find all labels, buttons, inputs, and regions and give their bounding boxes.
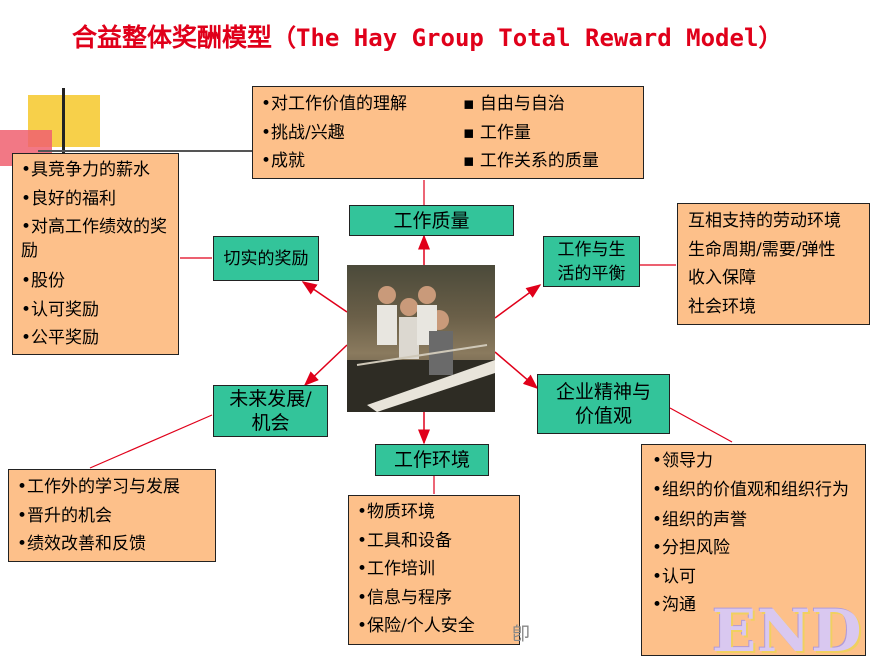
work-quality-left-list: •对工作价值的理解 •挑战/兴趣 •成就 [261,90,407,176]
list-item: ▪ 工作关系的质量 [463,151,599,171]
list-item: •工作培训 [357,559,436,579]
list-item: •工具和设备 [357,530,453,551]
list-item: •分担风险 [652,538,731,558]
list-item: •具竞争力的薪水 [21,160,151,180]
list-item: •成就 [261,151,306,171]
list-item: •领导力 [652,451,714,471]
future-growth-details: •工作外的学习与发展 •晋升的机会 •绩效改善和反馈 [8,469,216,562]
list-item: •认可 [652,566,697,587]
list-item: •组织的声誉 [652,509,748,530]
work-quality-details: •对工作价值的理解 •挑战/兴趣 •成就 ▪ 自由与自治 ▪ 工作量 ▪ 工作关… [252,86,644,179]
category-work-life-balance: 工作与生活的平衡 [543,236,640,287]
list-item: •良好的福利 [21,188,117,209]
title-chinese: 合益整体奖酬模型 [72,23,273,52]
arrow-to-tangible-rewards [301,281,348,313]
list-item: ▪ 工作量 [463,122,531,143]
list-item: •组织的价值观和组织行为 [652,479,850,500]
end-logo: END [712,597,863,665]
list-item: 社会环境 [688,296,756,317]
page-title: 合益整体奖酬模型（The Hay Group Total Reward Mode… [72,18,862,54]
list-item: •股份 [21,271,66,291]
category-future-growth: 未来发展/机会 [213,385,328,437]
rowing-crew-photo [347,265,495,412]
list-item: •认可奖励 [21,299,100,320]
tangible-rewards-details: •具竞争力的薪水 •良好的福利 •对高工作绩效的奖励 •股份 •认可奖励 •公平… [12,153,179,355]
list-item: •工作外的学习与发展 [17,477,181,497]
category-tangible-rewards: 切实的奖励 [213,236,319,281]
list-item: •物质环境 [357,502,436,522]
list-item: ▪ 自由与自治 [463,94,565,114]
arrow-to-work-life-balance [494,284,542,319]
work-environment-details: •物质环境 •工具和设备 •工作培训 •信息与程序 •保险/个人安全 [348,495,520,645]
stray-mark: 卽 [512,624,530,645]
list-item: 收入保障 [688,268,756,288]
category-work-quality: 工作质量 [349,205,514,236]
list-item: •晋升的机会 [17,505,113,526]
list-item: 互相支持的劳动环境 [688,211,841,231]
arrow-to-enterprise-spirit [494,351,539,389]
list-item: •保险/个人安全 [357,616,475,636]
title-english: （The Hay Group Total Reward Model） [272,24,783,52]
category-enterprise-spirit: 企业精神与价值观 [537,374,670,434]
list-item: •绩效改善和反馈 [17,534,147,554]
list-item: •信息与程序 [357,587,453,608]
list-item: •公平奖励 [21,328,100,348]
list-item: 生命周期/需要/弹性 [688,239,836,260]
arrow-to-future-growth [303,344,348,387]
work-quality-right-list: ▪ 自由与自治 ▪ 工作量 ▪ 工作关系的质量 [463,90,599,176]
list-item: •挑战/兴趣 [261,122,345,143]
category-work-environment: 工作环境 [375,444,489,476]
list-item: •对高工作绩效的奖励 [21,217,168,261]
work-life-balance-details: 互相支持的劳动环境 生命周期/需要/弹性 收入保障 社会环境 [677,203,870,325]
list-item: •沟通 [652,595,697,615]
enterprise-spirit-details: •领导力 •组织的价值观和组织行为 •组织的声誉 •分担风险 •认可 •沟通 [641,444,866,656]
list-item: •对工作价值的理解 [261,94,408,114]
